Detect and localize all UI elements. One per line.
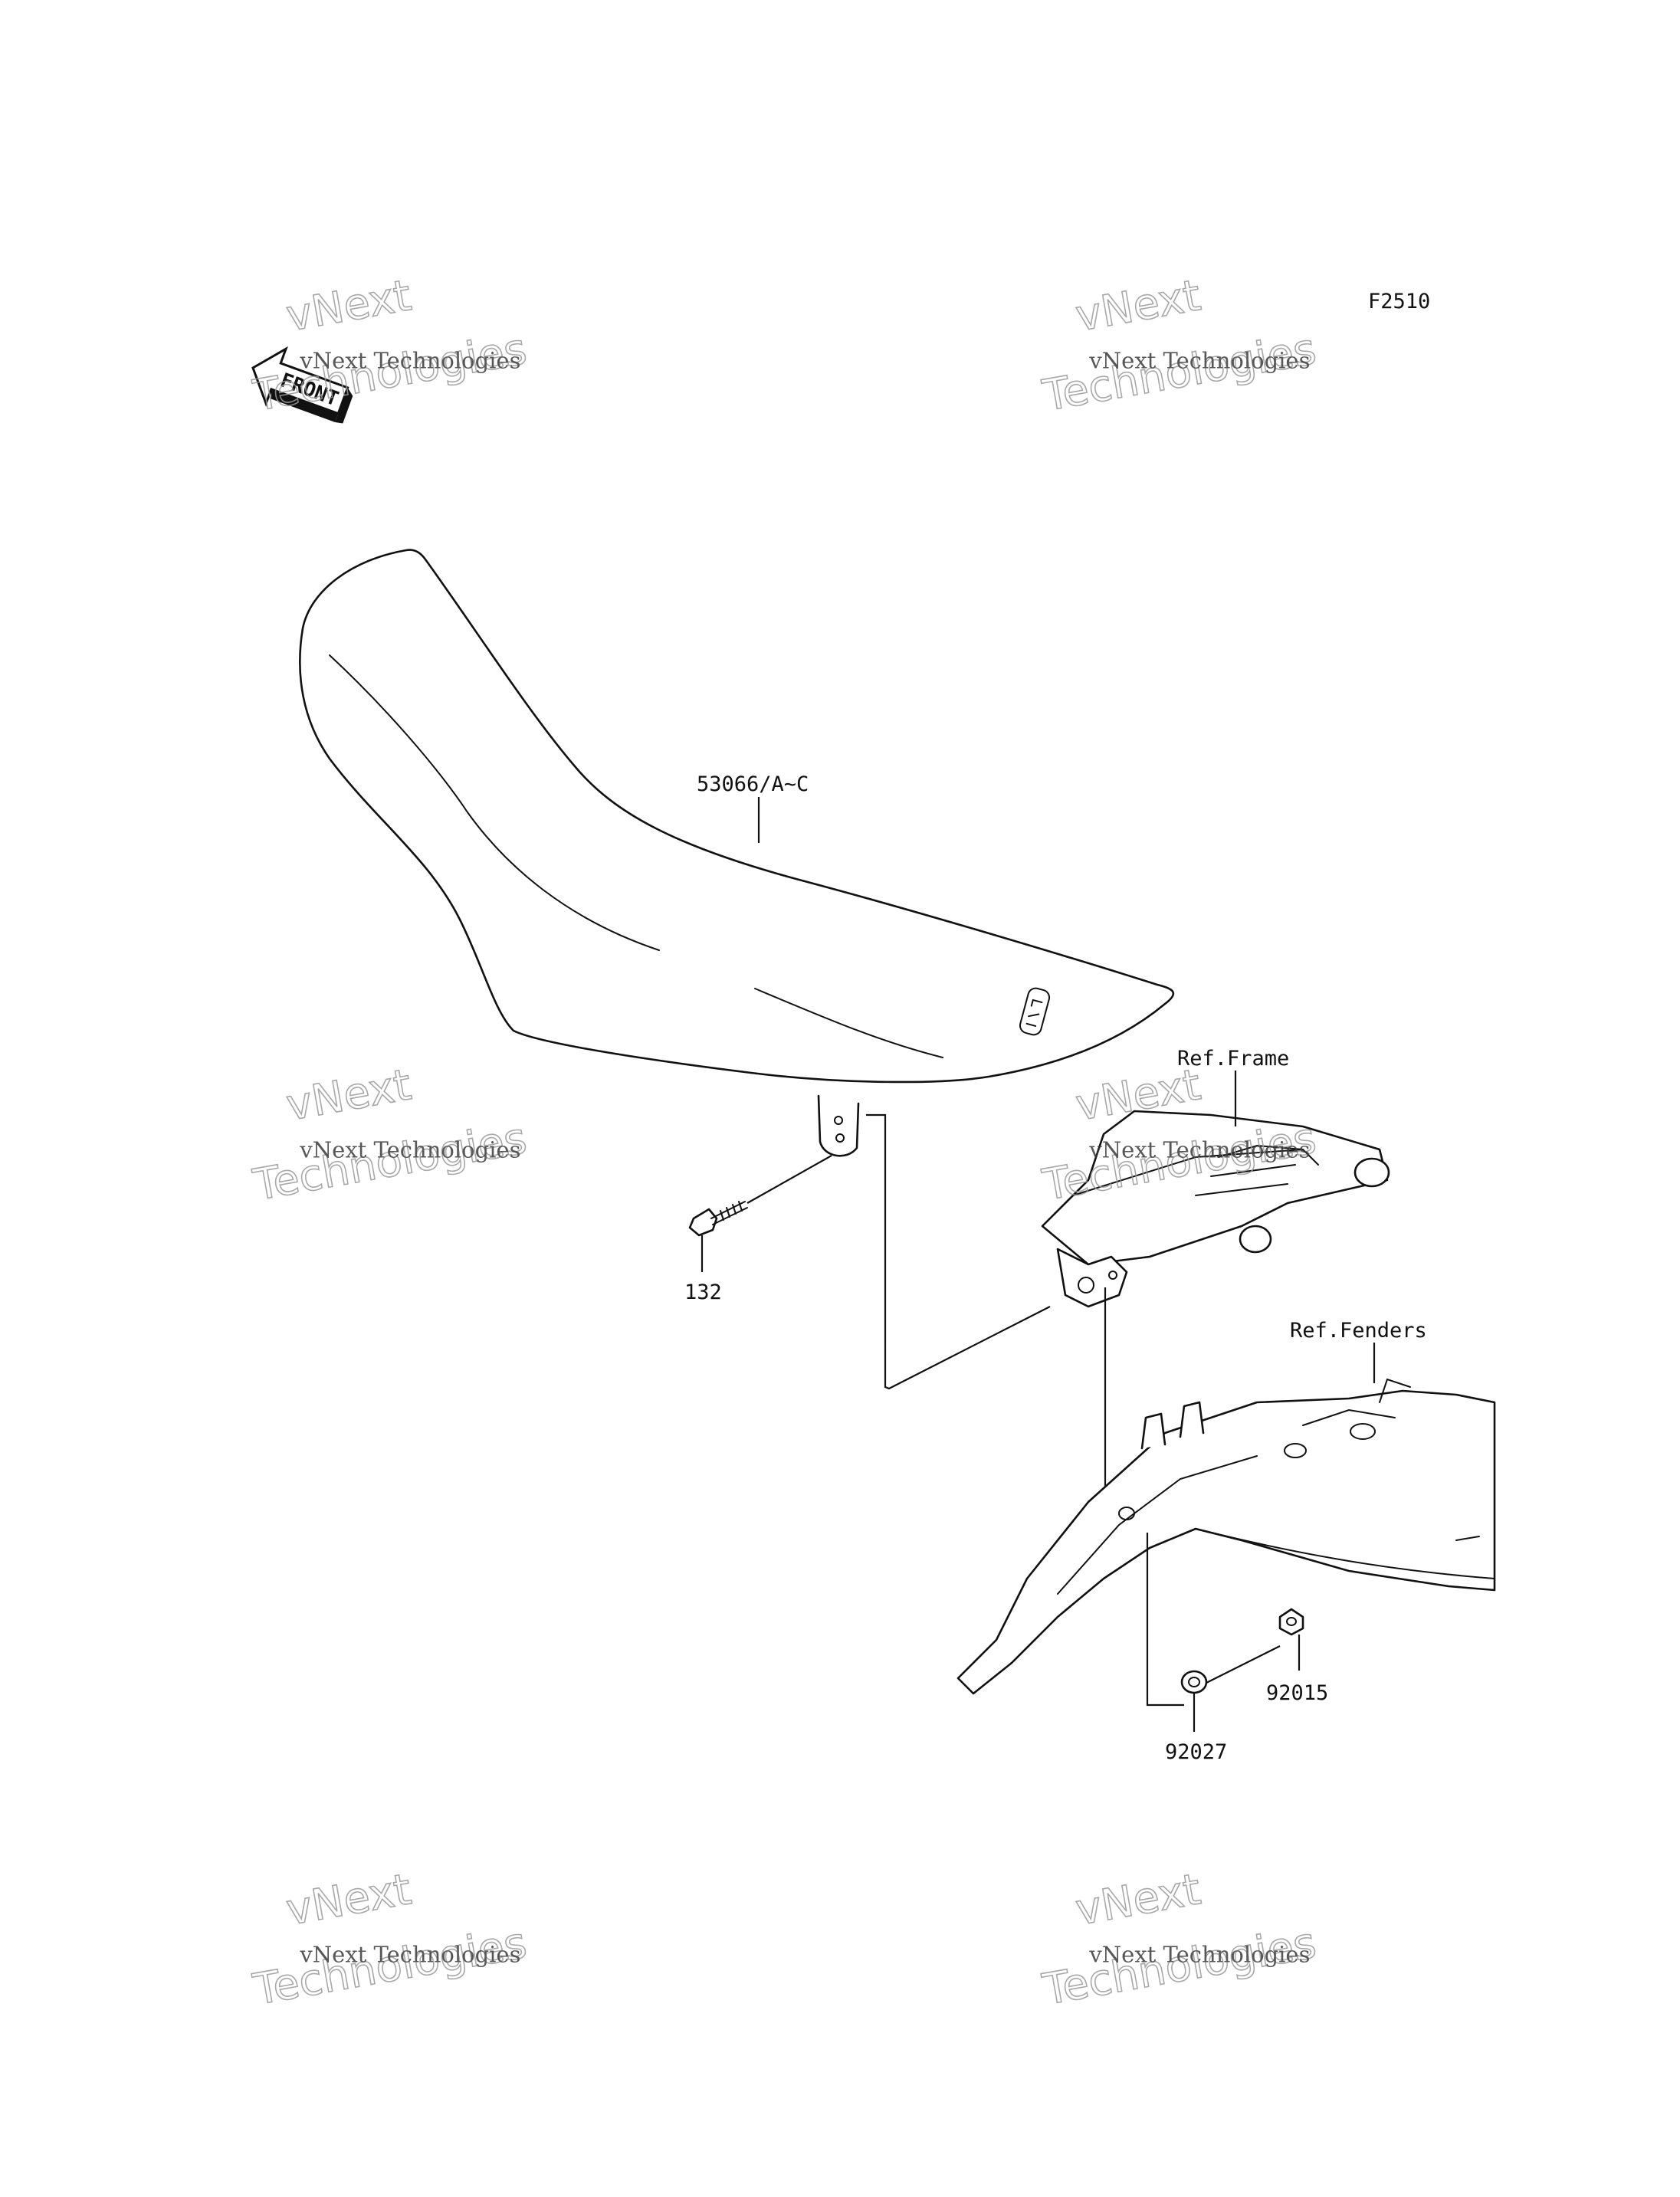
seat-part <box>299 549 1175 1157</box>
callout-seat-label: 53066/A~C <box>697 772 809 796</box>
svg-text:vNext Technologies: vNext Technologies <box>299 1941 520 1967</box>
frame-part <box>1041 1110 1390 1308</box>
svg-text:vNext Technologies: vNext Technologies <box>299 347 520 373</box>
callout-fenders-label: Ref.Fenders <box>1290 1319 1427 1343</box>
callout-collar-label: 92027 <box>1165 1740 1227 1764</box>
svg-text:vNext Technologies: vNext Technologies <box>299 1136 520 1162</box>
svg-text:vNext Technologies: vNext Technologies <box>1088 1136 1310 1162</box>
callout-frame-label: Ref.Frame <box>1177 1047 1289 1071</box>
svg-text:vNext: vNext <box>1072 1864 1204 1935</box>
watermark: vNext Technologies vNext Technologies <box>1039 1864 1321 2015</box>
fender-part <box>956 1378 1496 1695</box>
callout-nut-label: 92015 <box>1266 1681 1328 1705</box>
watermark: vNext Technologies vNext Technologies <box>1039 270 1321 421</box>
callout-bolt-dashline <box>746 1155 832 1204</box>
bolt-part <box>688 1201 748 1237</box>
svg-text:vNext: vNext <box>1072 271 1204 341</box>
svg-text:vNext: vNext <box>283 1864 415 1935</box>
figure-code: F2510 <box>1368 290 1430 313</box>
fender-to-collar-line <box>1146 1533 1184 1707</box>
collar-part <box>1180 1670 1208 1694</box>
svg-text:vNext: vNext <box>283 271 415 341</box>
watermark: vNext Technologies vNext Technologies <box>249 1059 531 1211</box>
watermark: vNext Technologies vNext Technologies <box>249 270 531 421</box>
svg-text:vNext: vNext <box>283 1060 415 1130</box>
callout-bolt-label: 132 <box>684 1280 722 1304</box>
nut-part <box>1278 1608 1304 1636</box>
routing-line-seat-to-frame <box>866 1113 1051 1390</box>
svg-text:vNext Technologies: vNext Technologies <box>1088 1941 1310 1967</box>
collar-to-nut-line <box>1204 1645 1281 1684</box>
watermark: vNext Technologies vNext Technologies <box>249 1864 531 2015</box>
seat-logo-decal-icon <box>1019 987 1051 1036</box>
svg-text:vNext Technologies: vNext Technologies <box>1088 347 1310 373</box>
